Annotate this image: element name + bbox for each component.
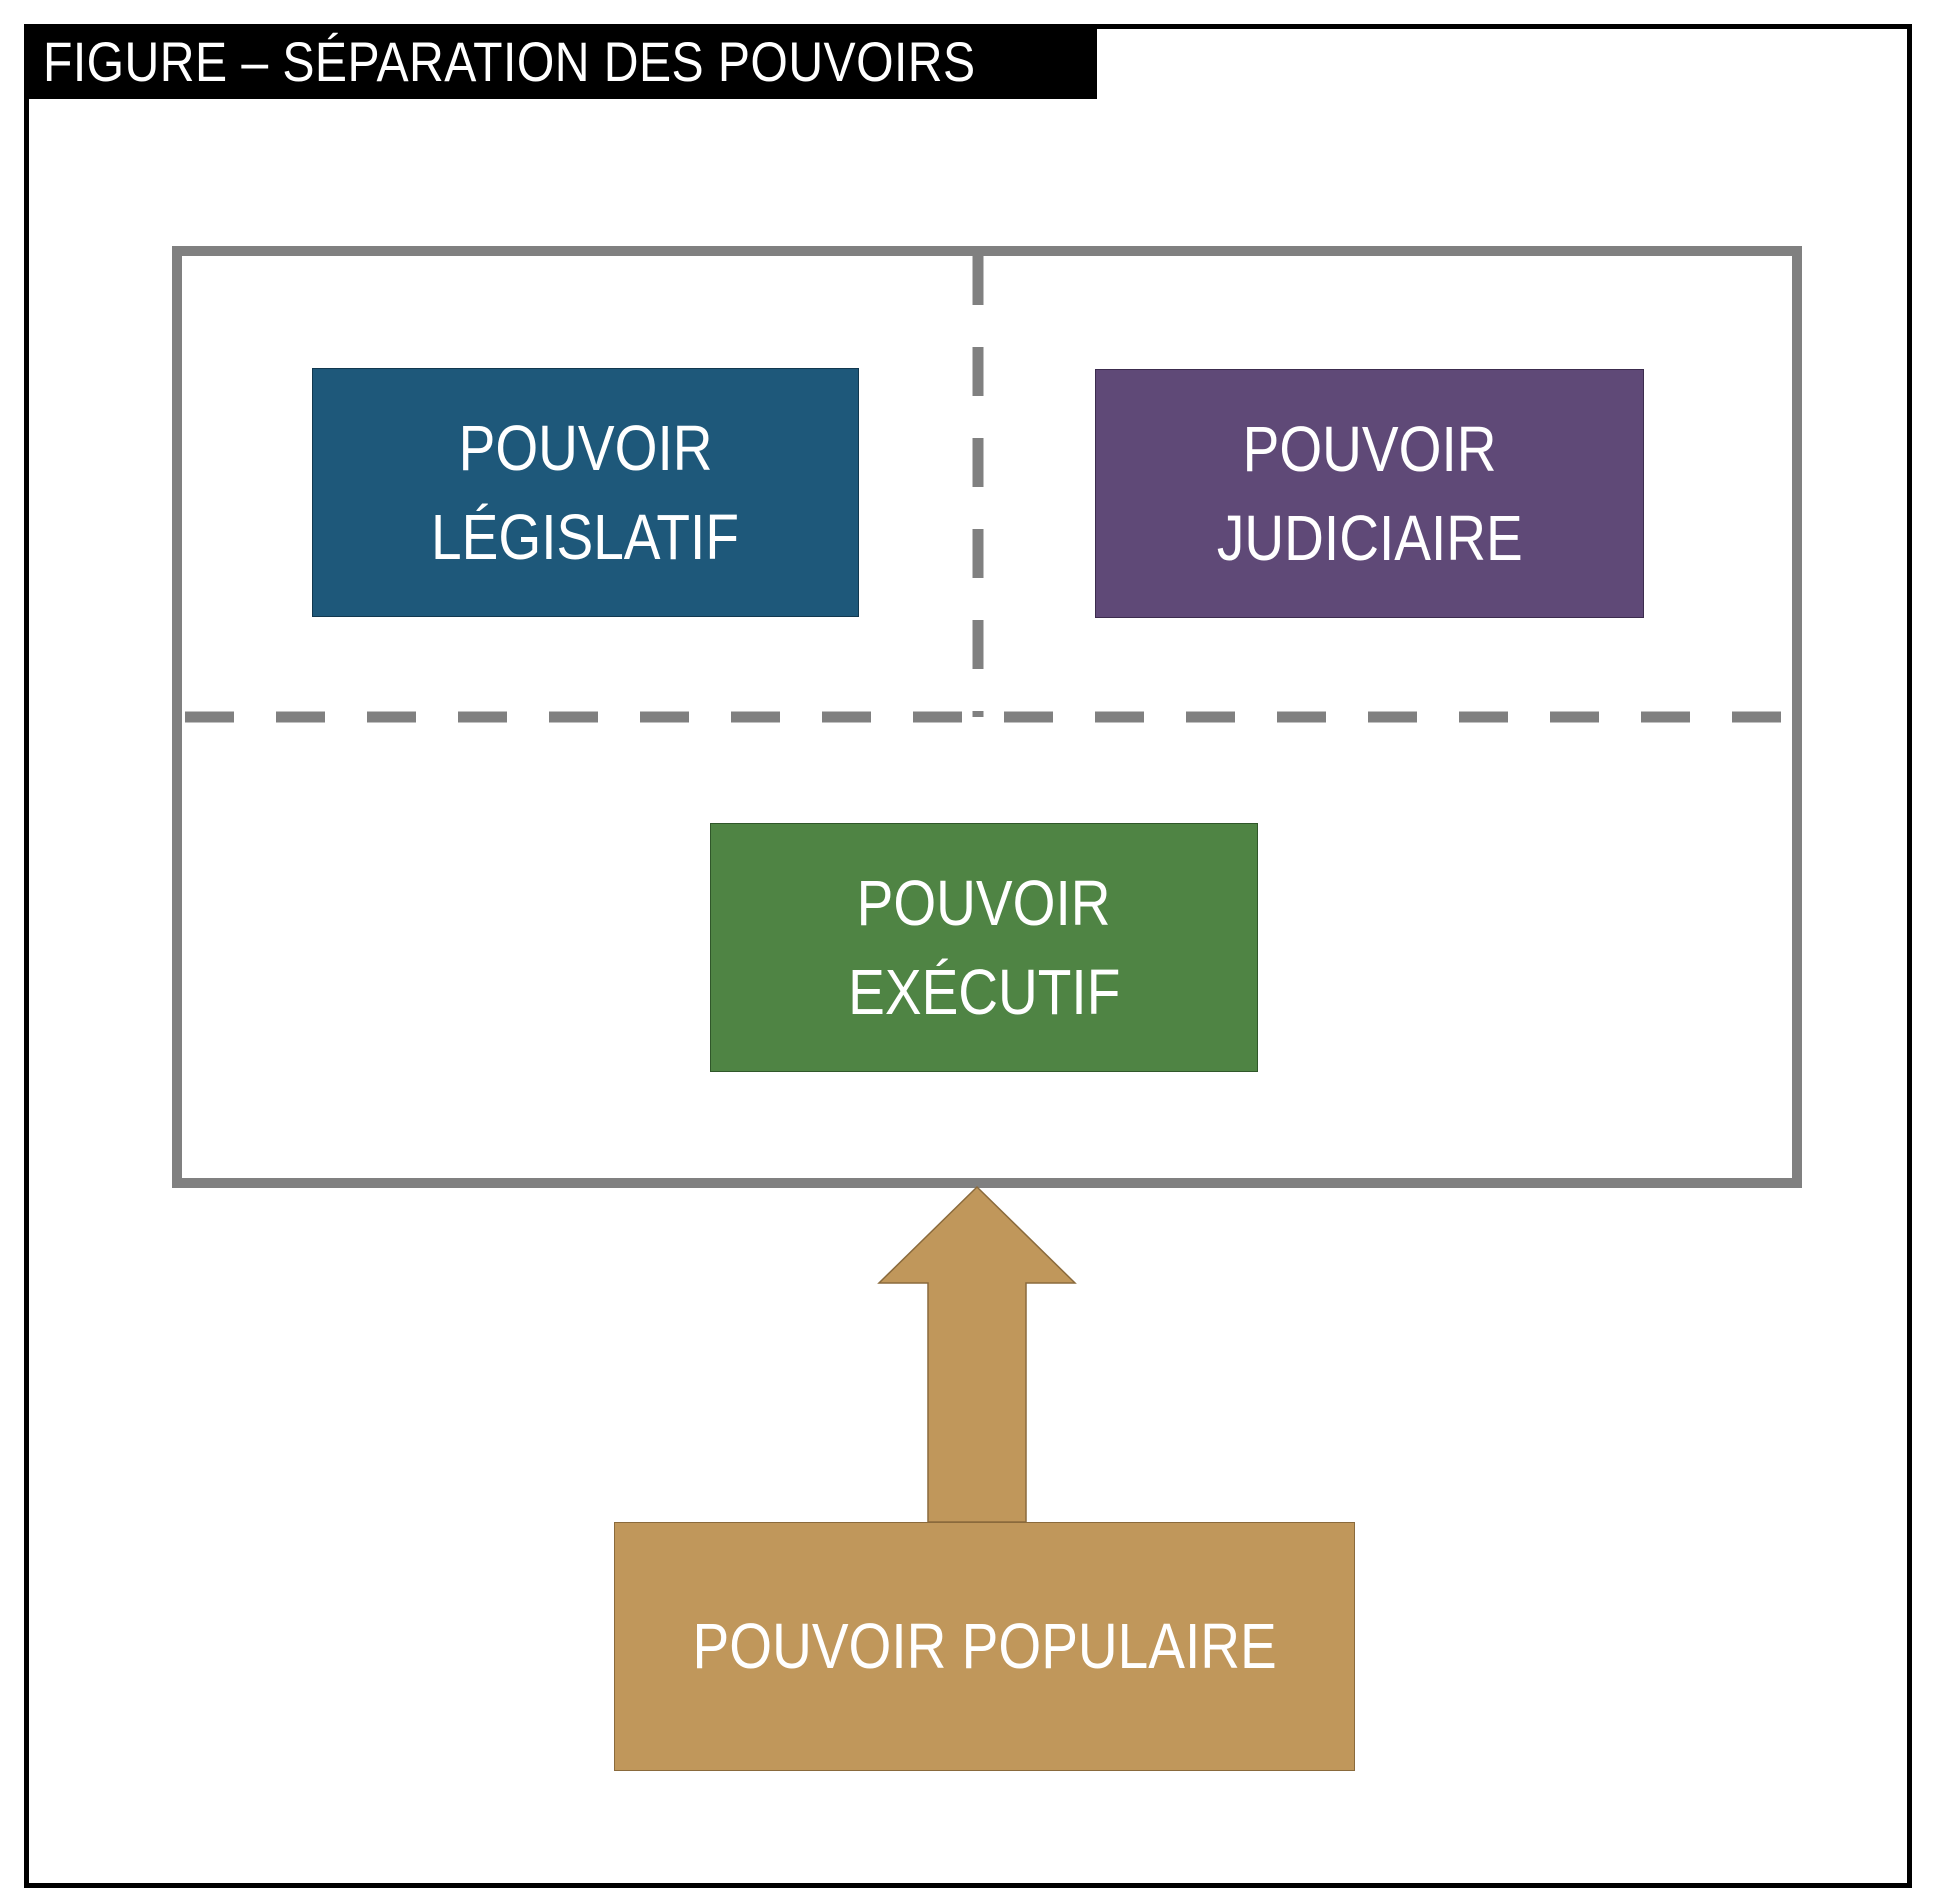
judiciary-line1: POUVOIR xyxy=(1242,412,1497,485)
legislative-line1: POUVOIR xyxy=(458,411,713,484)
figure-title-text: FIGURE – SÉPARATION DES POUVOIRS xyxy=(43,30,976,93)
executive-line1: POUVOIR xyxy=(857,866,1111,939)
figure-title: FIGURE – SÉPARATION DES POUVOIRS xyxy=(24,24,1097,99)
popular-label: POUVOIR POPULAIRE xyxy=(692,1610,1277,1682)
executive-power-box: POUVOIR EXÉCUTIF xyxy=(710,823,1258,1072)
legislative-line2: LÉGISLATIF xyxy=(431,500,740,573)
judiciary-line2: JUDICIAIRE xyxy=(1216,501,1523,574)
legislative-power-box: POUVOIR LÉGISLATIF xyxy=(312,368,859,617)
executive-line2: EXÉCUTIF xyxy=(847,955,1121,1028)
powers-container xyxy=(172,246,1802,1188)
judiciary-power-box: POUVOIR JUDICIAIRE xyxy=(1095,369,1644,618)
up-arrow xyxy=(877,1185,1077,1523)
popular-power-box: POUVOIR POPULAIRE xyxy=(614,1522,1355,1771)
